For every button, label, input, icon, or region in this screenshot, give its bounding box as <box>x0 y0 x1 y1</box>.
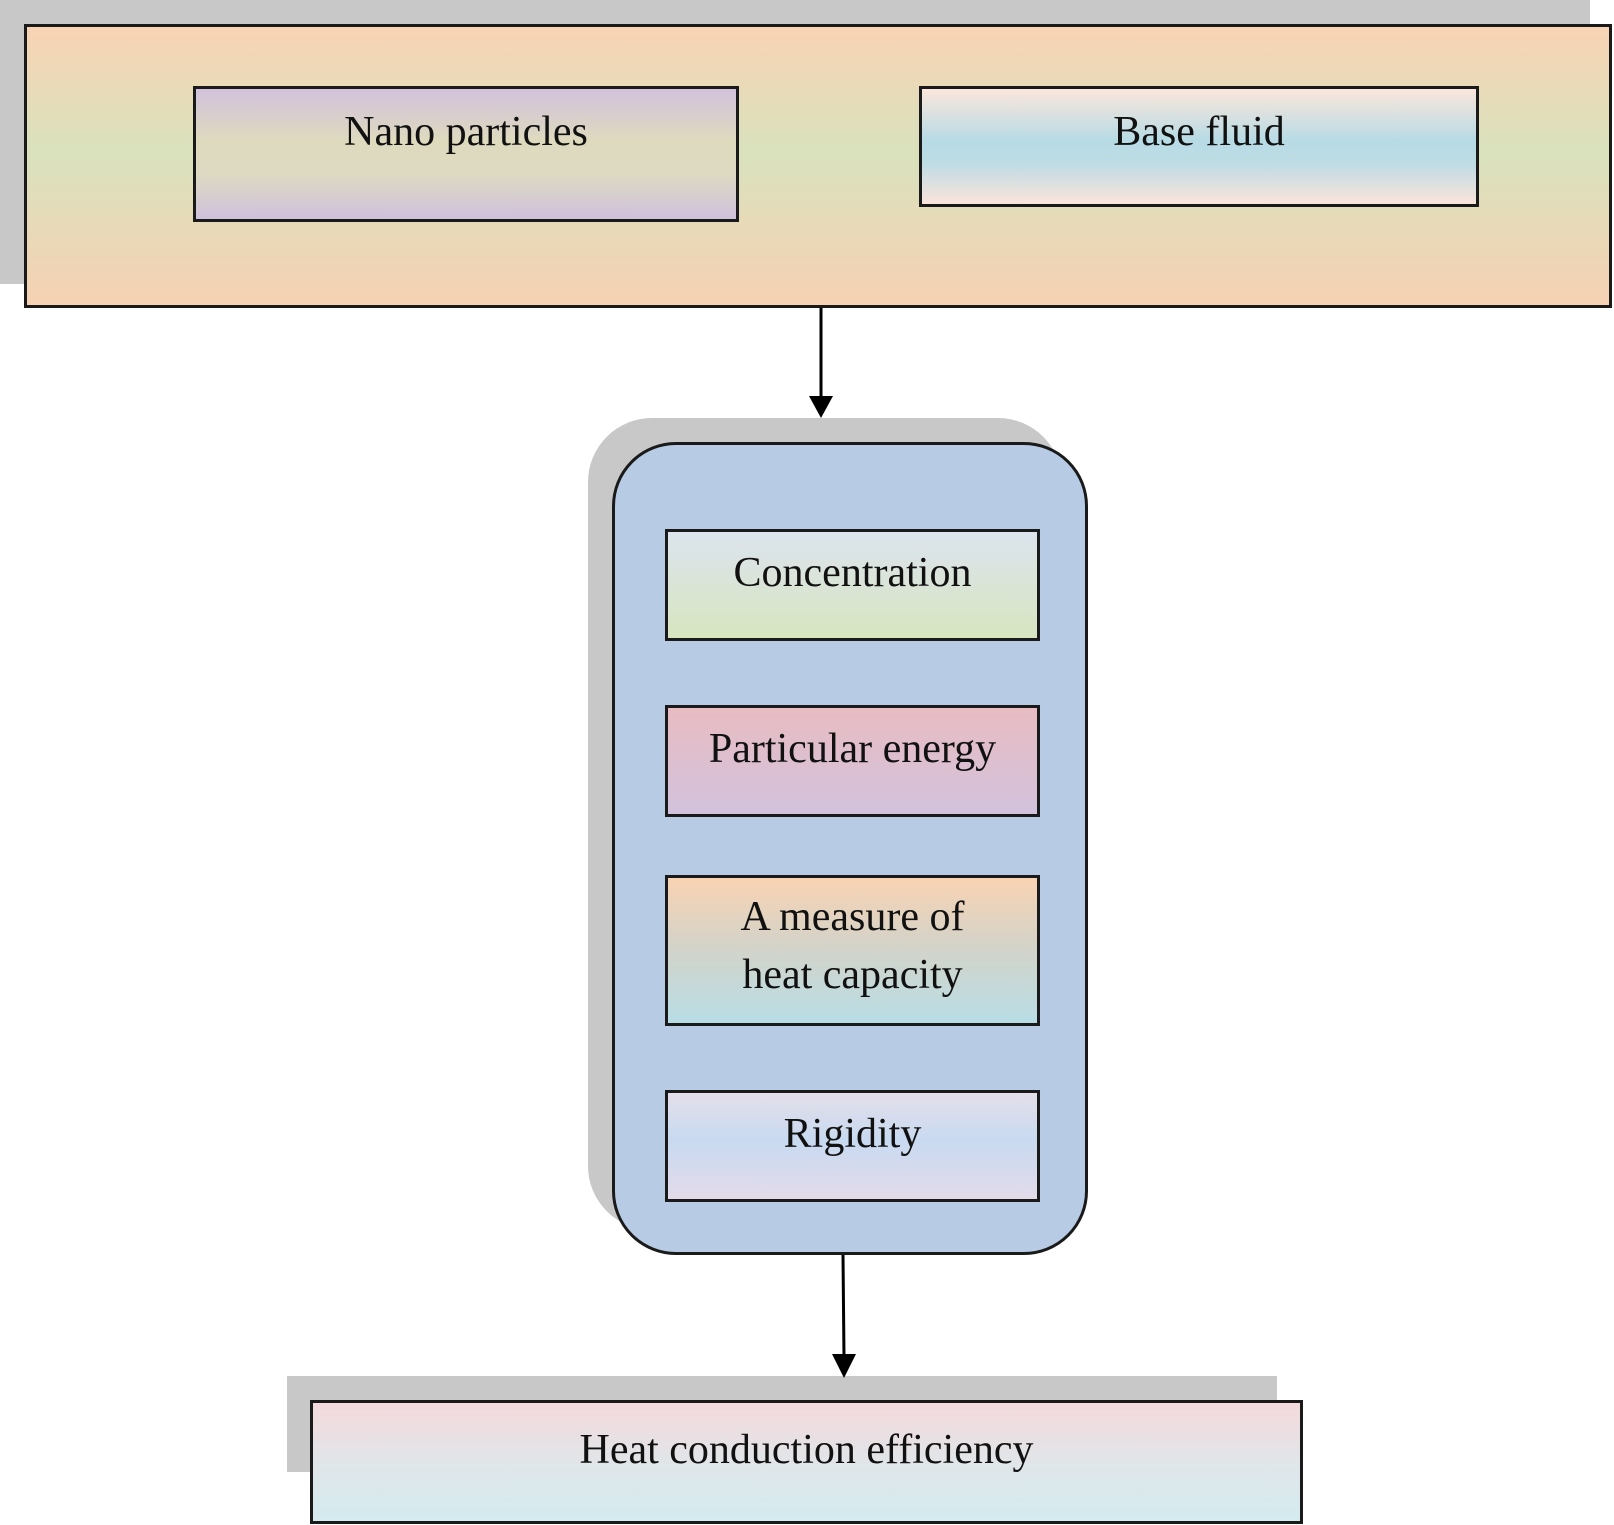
particular-energy-box: Particular energy <box>665 705 1040 817</box>
heat-capacity-label-line1: A measure of <box>740 894 965 940</box>
concentration-box: Concentration <box>665 529 1040 641</box>
heat-capacity-label-line2: heat capacity <box>742 952 963 998</box>
nano-particles-label: Nano particles <box>344 109 588 155</box>
arrowhead-inputs-to-factors <box>809 396 833 418</box>
heat-conduction-efficiency-box: Heat conduction efficiency <box>310 1400 1303 1524</box>
particular-energy-label: Particular energy <box>708 726 997 772</box>
base-fluid-label: Base fluid <box>1113 109 1285 155</box>
heat-capacity-box: A measure of heat capacity <box>665 875 1040 1026</box>
rigidity-label: Rigidity <box>783 1111 922 1157</box>
base-fluid-box: Base fluid <box>919 86 1479 207</box>
rigidity-box: Rigidity <box>665 1090 1040 1202</box>
arrow-factors-to-output <box>841 1254 846 1359</box>
nano-particles-box: Nano particles <box>193 86 739 222</box>
heat-conduction-efficiency-label: Heat conduction efficiency <box>579 1427 1034 1473</box>
arrowhead-factors-to-output <box>832 1354 856 1378</box>
concentration-label: Concentration <box>733 550 972 596</box>
